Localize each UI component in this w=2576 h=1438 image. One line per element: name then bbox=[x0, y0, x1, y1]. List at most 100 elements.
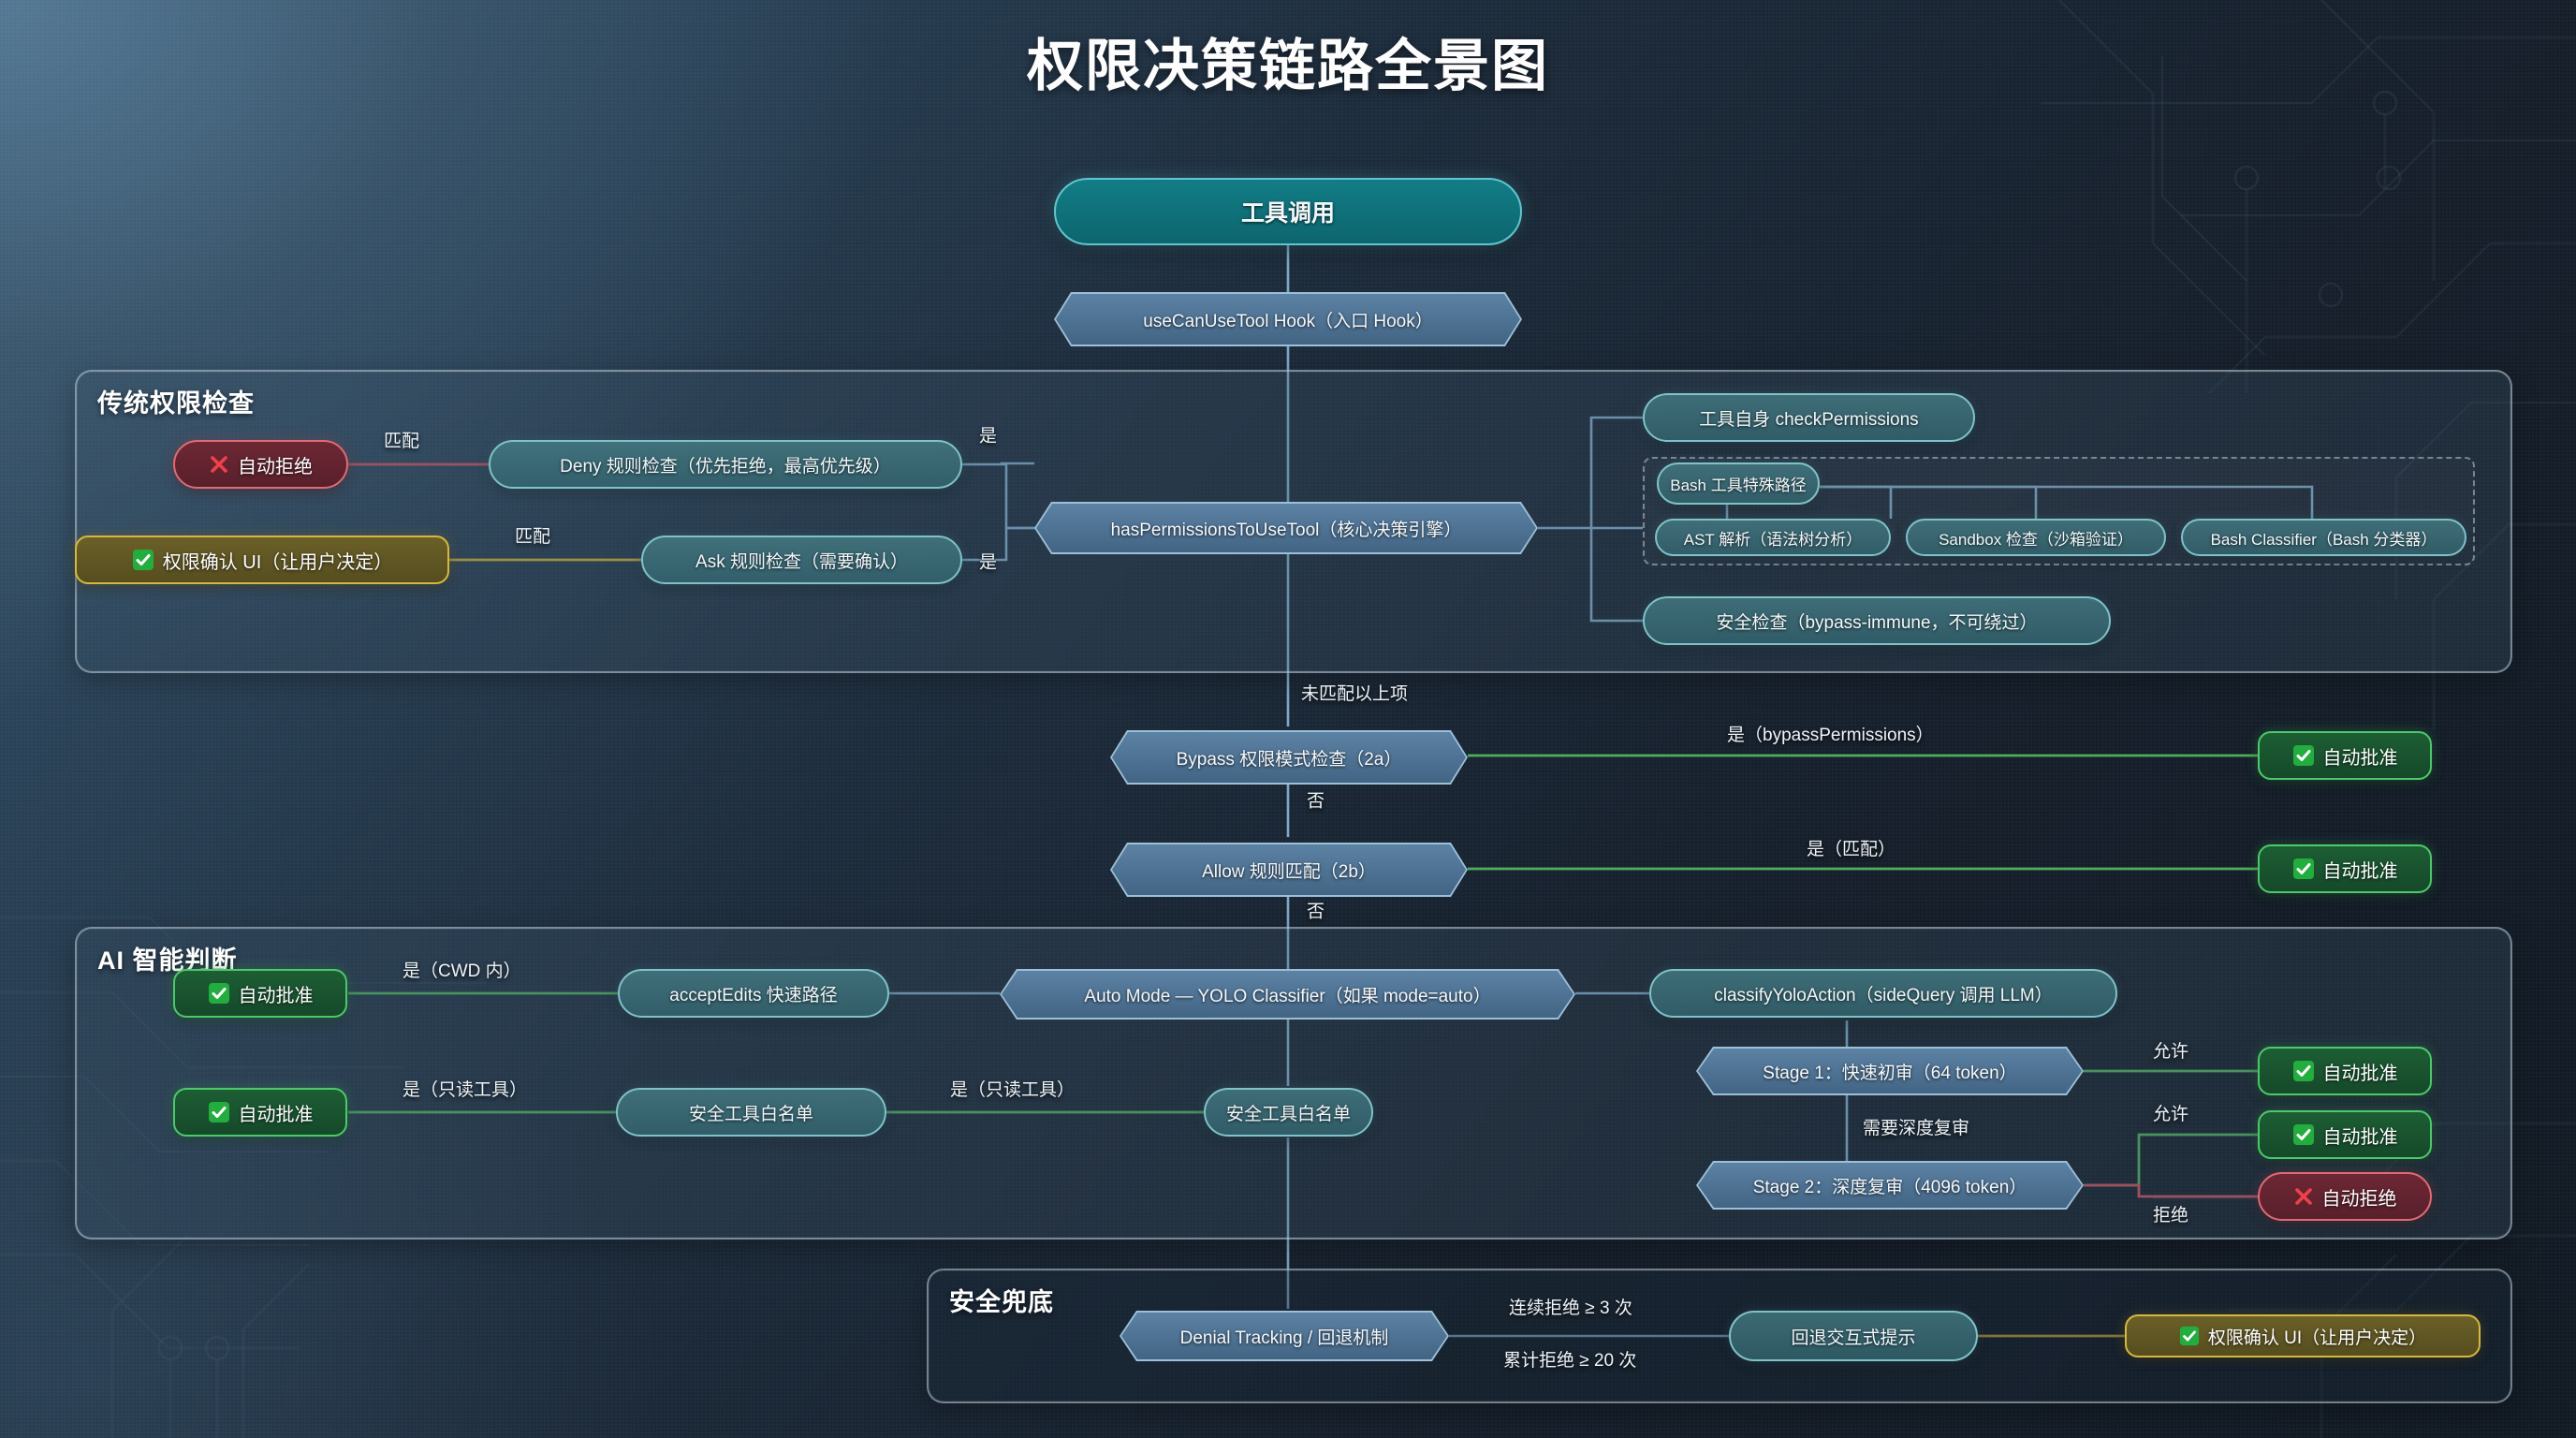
node-bash-classifier[interactable]: Bash Classifier（Bash 分类器） bbox=[2181, 519, 2466, 556]
node-label: 自动批准 bbox=[2322, 860, 2398, 882]
node-auto-deny-traditional[interactable]: 自动拒绝 bbox=[173, 440, 348, 489]
edge-label-match-ask: 匹配 bbox=[515, 527, 551, 547]
edge-label-no-bypass: 否 bbox=[1304, 791, 1324, 809]
edge-label-consecutive-denials: 连续拒绝 ≥ 3 次 bbox=[1509, 1299, 1632, 1318]
node-auto-approve-allow[interactable]: 自动批准 bbox=[2258, 844, 2432, 893]
node-label: 权限确认 UI（让用户决定） bbox=[162, 551, 393, 573]
node-label: 自动拒绝 bbox=[2321, 1188, 2397, 1210]
check-mark-icon bbox=[2292, 858, 2315, 880]
check-mark-icon bbox=[132, 549, 154, 571]
node-label: 自动批准 bbox=[2322, 1063, 2398, 1084]
node-safe-tool-whitelist-mid[interactable]: 安全工具白名单 bbox=[1204, 1088, 1373, 1137]
node-bypass-permission-mode-check[interactable]: Bypass 权限模式检查（2a） bbox=[1110, 730, 1468, 785]
check-mark-icon bbox=[208, 982, 230, 1005]
group-bash-special-path bbox=[1643, 457, 2475, 565]
node-label: hasPermissionsToUseTool（核心决策引擎） bbox=[1110, 520, 1462, 540]
hex-fill bbox=[1121, 1313, 1447, 1359]
node-denial-tracking[interactable]: Denial Tracking / 回退机制 bbox=[1120, 1311, 1449, 1361]
edge-label-match-deny: 匹配 bbox=[384, 432, 420, 451]
node-label: 安全工具白名单 bbox=[688, 1104, 813, 1124]
hex-fill bbox=[1036, 504, 1536, 552]
edge-label-allow-stage1: 允许 bbox=[2153, 1042, 2189, 1062]
node-accept-edits-fast-path[interactable]: acceptEdits 快速路径 bbox=[618, 969, 889, 1018]
node-stage-1-quick-review[interactable]: Stage 1：快速初审（64 token） bbox=[1696, 1047, 2084, 1095]
cross-mark-icon bbox=[2293, 1186, 2314, 1207]
node-ast-parse[interactable]: AST 解析（语法树分析） bbox=[1655, 519, 1891, 556]
node-security-check[interactable]: 安全检查（bypass-immune，不可绕过） bbox=[1643, 596, 2111, 645]
node-label: 工具自身 checkPermissions bbox=[1699, 409, 1919, 430]
node-label: Stage 1：快速初审（64 token） bbox=[1763, 1063, 2017, 1083]
node-auto-approve-cwd[interactable]: 自动批准 bbox=[173, 969, 347, 1018]
edge-label-yes-ask: 是 bbox=[976, 552, 996, 570]
node-label: useCanUseTool Hook（入口 Hook） bbox=[1143, 311, 1433, 331]
edge-label-allow-yes: 是（匹配） bbox=[1807, 840, 1896, 859]
node-use-can-use-tool-hook[interactable]: useCanUseTool Hook（入口 Hook） bbox=[1054, 292, 1522, 346]
node-label: Auto Mode — YOLO Classifier（如果 mode=auto… bbox=[1084, 986, 1491, 1006]
node-ask-ui-fallback[interactable]: 权限确认 UI（让用户决定） bbox=[2125, 1314, 2481, 1357]
edge-label-no-allow: 否 bbox=[1304, 902, 1324, 919]
edge-label-no-match-above: 未匹配以上项 bbox=[1301, 684, 1409, 704]
node-label: Bypass 权限模式检查（2a） bbox=[1176, 749, 1402, 770]
node-label: Bash Classifier（Bash 分类器） bbox=[2210, 530, 2437, 549]
node-classify-yolo-action[interactable]: classifyYoloAction（sideQuery 调用 LLM） bbox=[1649, 969, 2117, 1018]
node-label: 安全检查（bypass-immune，不可绕过） bbox=[1716, 612, 2038, 633]
node-label: Stage 2：深度复审（4096 token） bbox=[1752, 1177, 2027, 1197]
edge-label-cwd: 是（CWD 内） bbox=[402, 961, 521, 981]
node-label: 权限确认 UI（让用户决定） bbox=[2207, 1328, 2427, 1348]
node-safe-tool-whitelist-left[interactable]: 安全工具白名单 bbox=[616, 1088, 886, 1137]
page-title: 权限决策链路全景图 bbox=[1027, 35, 1549, 97]
edge-label-bypass-yes: 是（bypassPermissions） bbox=[1727, 726, 1934, 745]
hex-fill bbox=[1112, 844, 1466, 895]
node-deny-rule-check[interactable]: Deny 规则检查（优先拒绝，最高优先级） bbox=[489, 440, 962, 489]
node-label: Deny 规则检查（优先拒绝，最高优先级） bbox=[560, 456, 891, 477]
edge-label-readonly-right: 是（只读工具） bbox=[950, 1080, 1076, 1100]
node-auto-approve-readonly[interactable]: 自动批准 bbox=[173, 1088, 347, 1137]
node-label: 自动批准 bbox=[238, 1104, 314, 1125]
node-auto-approve-stage1[interactable]: 自动批准 bbox=[2258, 1047, 2432, 1095]
check-mark-icon bbox=[208, 1101, 230, 1123]
edge-label-deep-review: 需要深度复审 bbox=[1863, 1119, 1970, 1138]
hex-fill bbox=[1698, 1163, 2082, 1208]
edge-label-allow-stage2: 允许 bbox=[2153, 1105, 2189, 1124]
node-allow-rule-match[interactable]: Allow 规则匹配（2b） bbox=[1110, 843, 1468, 897]
node-auto-deny-stage2[interactable]: 自动拒绝 bbox=[2258, 1172, 2432, 1221]
node-tool-invocation[interactable]: 工具调用 bbox=[1054, 178, 1522, 245]
node-label: 自动批准 bbox=[2322, 747, 2398, 769]
node-ask-ui-traditional[interactable]: 权限确认 UI（让用户决定） bbox=[75, 536, 449, 584]
node-bash-special-path[interactable]: Bash 工具特殊路径 bbox=[1657, 462, 1820, 505]
hex-fill bbox=[1698, 1049, 2082, 1093]
node-auto-approve-bypass[interactable]: 自动批准 bbox=[2258, 731, 2432, 780]
node-label: Bash 工具特殊路径 bbox=[1670, 477, 1807, 494]
node-label: 自动拒绝 bbox=[238, 456, 313, 477]
node-label: AST 解析（语法树分析） bbox=[1683, 530, 1863, 549]
node-label: 自动批准 bbox=[2322, 1126, 2398, 1148]
hex-fill bbox=[1056, 294, 1520, 345]
check-mark-icon bbox=[2292, 1123, 2315, 1146]
node-label: Ask 规则检查（需要确认） bbox=[695, 551, 908, 572]
node-sandbox-check[interactable]: Sandbox 检查（沙箱验证） bbox=[1906, 519, 2166, 556]
check-mark-icon bbox=[2292, 744, 2315, 767]
node-label: 工具调用 bbox=[1240, 200, 1335, 227]
node-label: 自动批准 bbox=[238, 985, 314, 1006]
node-fallback-interactive-prompt[interactable]: 回退交互式提示 bbox=[1729, 1311, 1978, 1361]
node-label: Allow 规则匹配（2b） bbox=[1202, 861, 1376, 882]
edge-label-cumulative-denials: 累计拒绝 ≥ 20 次 bbox=[1503, 1351, 1637, 1371]
node-label: acceptEdits 快速路径 bbox=[669, 985, 838, 1005]
section-title-fallback: 安全兜底 bbox=[949, 1288, 1054, 1316]
node-auto-approve-stage2[interactable]: 自动批准 bbox=[2258, 1110, 2432, 1159]
node-has-permissions-to-use-tool[interactable]: hasPermissionsToUseTool（核心决策引擎） bbox=[1034, 502, 1538, 554]
check-mark-icon bbox=[2292, 1060, 2315, 1082]
check-mark-icon bbox=[2179, 1326, 2200, 1346]
node-label: classifyYoloAction（sideQuery 调用 LLM） bbox=[1714, 985, 2053, 1005]
hex-fill bbox=[1112, 732, 1466, 783]
node-stage-2-deep-review[interactable]: Stage 2：深度复审（4096 token） bbox=[1696, 1161, 2084, 1210]
node-auto-mode-yolo-classifier[interactable]: Auto Mode — YOLO Classifier（如果 mode=auto… bbox=[1000, 969, 1575, 1020]
node-label: Sandbox 检查（沙箱验证） bbox=[1939, 530, 2133, 549]
edge-label-readonly-left: 是（只读工具） bbox=[402, 1080, 528, 1100]
node-ask-rule-check[interactable]: Ask 规则检查（需要确认） bbox=[641, 536, 962, 584]
cross-mark-icon bbox=[209, 454, 229, 475]
node-tool-check-permissions[interactable]: 工具自身 checkPermissions bbox=[1643, 393, 1975, 442]
node-label: 回退交互式提示 bbox=[1791, 1328, 1916, 1348]
node-label: 安全工具白名单 bbox=[1225, 1104, 1351, 1124]
